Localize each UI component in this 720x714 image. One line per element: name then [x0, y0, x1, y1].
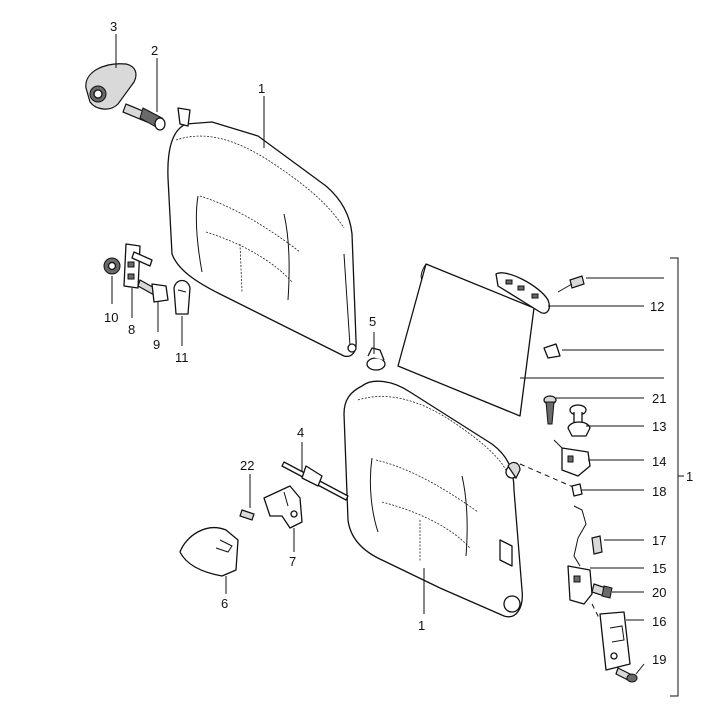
callout-15: 15	[590, 561, 666, 576]
screw-upper	[557, 275, 585, 293]
part-1-backrest-upper	[167, 107, 357, 358]
callout-22: 22	[240, 458, 254, 508]
svg-text:4: 4	[297, 425, 304, 440]
svg-text:14: 14	[652, 454, 666, 469]
part-2-pivot-bolt	[122, 103, 166, 131]
part-15-cable-lock	[567, 505, 593, 605]
callout-19: 19	[635, 652, 666, 675]
svg-text:17: 17	[652, 533, 666, 548]
part-4-rod	[281, 461, 349, 501]
svg-text:6: 6	[221, 596, 228, 611]
callout-8: 8	[128, 288, 135, 337]
svg-text:7: 7	[289, 554, 296, 569]
svg-text:11: 11	[175, 350, 189, 365]
part-11-clip	[173, 279, 191, 315]
callout-21: 21	[556, 391, 666, 406]
callout-2: 2	[151, 43, 158, 112]
part-9-bolt	[137, 279, 169, 303]
part-22-bolt	[239, 509, 255, 521]
svg-text:13: 13	[652, 419, 666, 434]
callout-5: 5	[369, 314, 376, 354]
callout-1-right: 1	[686, 469, 693, 484]
svg-text:19: 19	[652, 652, 666, 667]
svg-text:5: 5	[369, 314, 376, 329]
svg-text:18: 18	[652, 484, 666, 499]
assembly-line	[519, 463, 581, 491]
part-14-latch	[553, 439, 591, 477]
callout-7: 7	[289, 528, 296, 569]
callout-6: 6	[221, 576, 228, 611]
callout-17: 17	[604, 533, 666, 548]
svg-text:8: 8	[128, 322, 135, 337]
callout-1-upper: 1	[258, 81, 265, 148]
callout-9: 9	[153, 302, 160, 352]
part-13-pin	[567, 404, 591, 437]
callout-1-lower: 1	[418, 568, 425, 633]
part-12-handle	[495, 272, 550, 314]
callout-18: 18	[582, 484, 666, 499]
svg-text:21: 21	[652, 391, 666, 406]
callout-10: 10	[104, 276, 118, 325]
back-panel	[397, 263, 535, 417]
part-17-spring-pin	[591, 535, 603, 555]
callout-13: 13	[586, 419, 666, 434]
part-20-bolt	[591, 583, 613, 599]
part-3-hinge-cover	[85, 63, 137, 110]
svg-text:3: 3	[110, 19, 117, 34]
svg-text:22: 22	[240, 458, 254, 473]
callout-14: 14	[588, 454, 666, 469]
svg-text:16: 16	[652, 614, 666, 629]
part-10-nut	[103, 257, 121, 275]
svg-text:1: 1	[418, 618, 425, 633]
callout-16: 16	[626, 614, 666, 629]
panel-clip	[543, 343, 561, 359]
callout-11: 11	[175, 316, 189, 365]
part-16-plate	[591, 603, 631, 671]
svg-text:20: 20	[652, 585, 666, 600]
part-6-cover	[179, 527, 239, 577]
part-5-plug	[366, 347, 386, 371]
svg-text:15: 15	[652, 561, 666, 576]
part-19-screw	[615, 667, 638, 683]
svg-text:10: 10	[104, 310, 118, 325]
svg-text:9: 9	[153, 337, 160, 352]
callout-20: 20	[612, 585, 666, 600]
callout-4: 4	[297, 425, 304, 472]
kit-1-bracket: 1	[670, 257, 693, 697]
part-18-clip	[571, 483, 583, 497]
part-21-screw	[543, 395, 557, 425]
callout-12: 12	[650, 299, 664, 314]
svg-text:12: 12	[650, 299, 664, 314]
kit-1-leaders	[520, 277, 664, 379]
part-1-backrest-lower	[343, 380, 523, 618]
callout-3: 3	[110, 19, 117, 68]
part-8-bracket	[123, 243, 153, 289]
part-7-hinge-bracket	[263, 485, 303, 529]
svg-text:2: 2	[151, 43, 158, 58]
callout-label: 1	[258, 81, 265, 96]
